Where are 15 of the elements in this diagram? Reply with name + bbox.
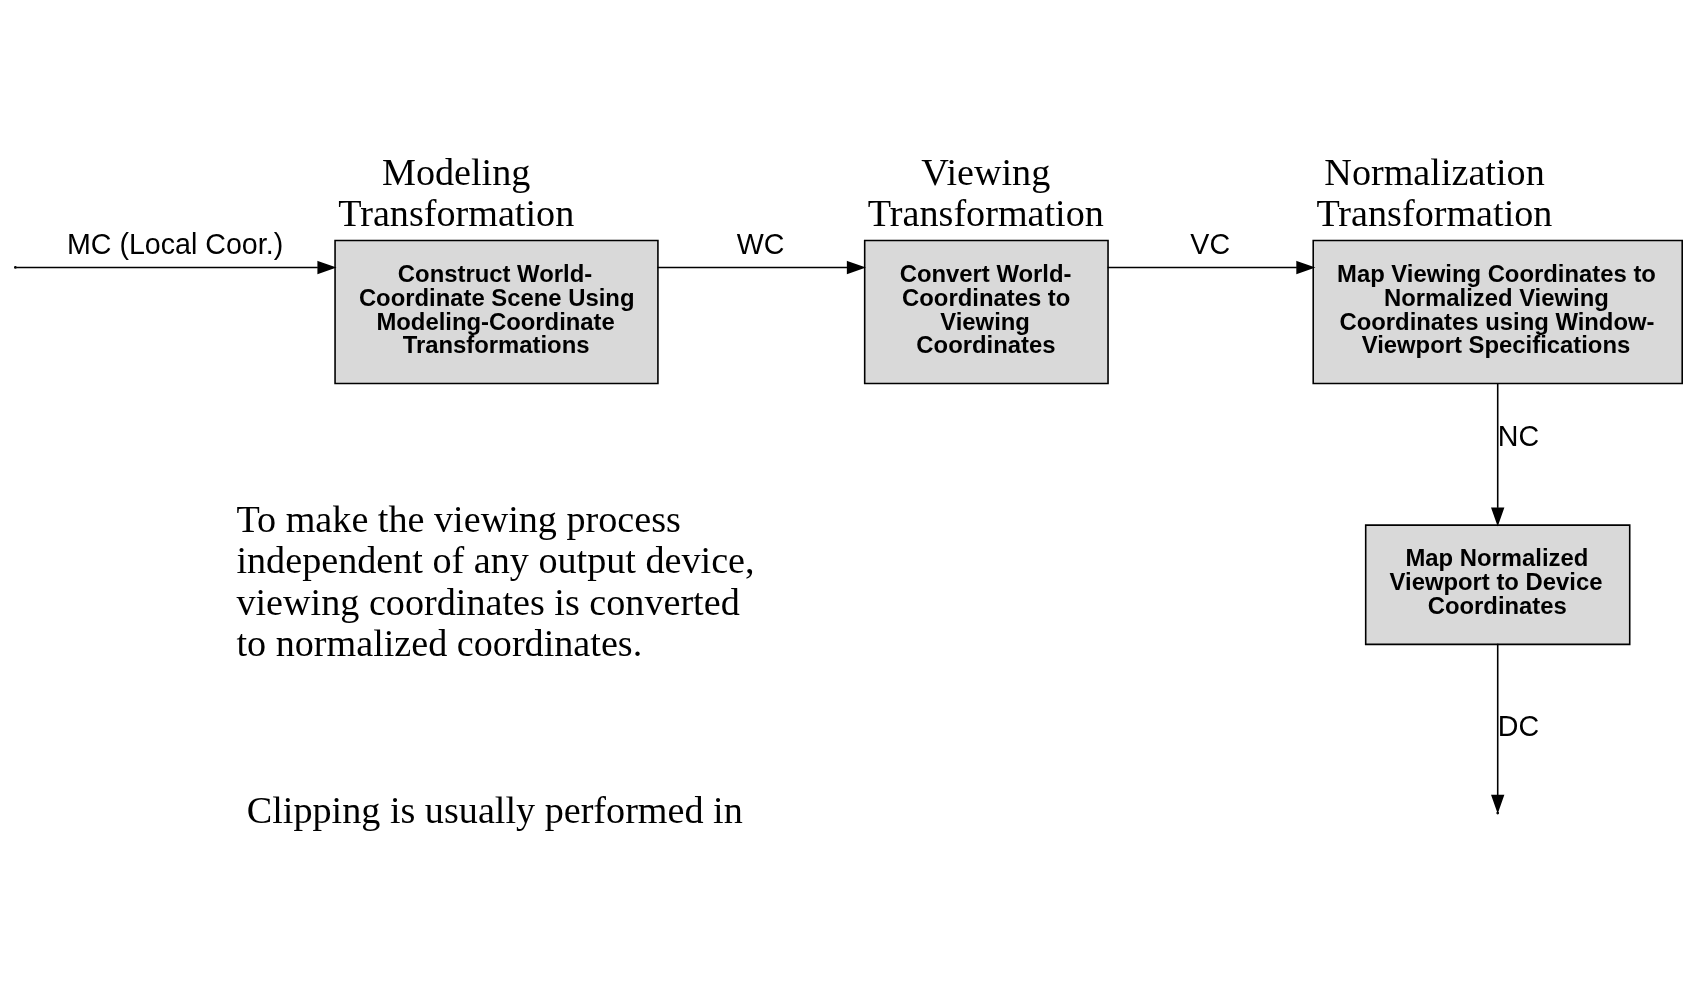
arrow [1491, 383, 1505, 527]
label: To make the viewing process independent of any output device, viewing coordinates is converted to normalized coordinates. [236, 497, 755, 664]
label: Clipping is usually performed in [246, 788, 743, 831]
edge-label: VC [1190, 227, 1231, 260]
edge-label: DC [1497, 709, 1540, 742]
node-label: Viewing Transformation [867, 151, 1104, 235]
arrow [15, 260, 337, 275]
edge-label: WC [736, 227, 785, 260]
arrow [1491, 642, 1505, 814]
edge-label: MC (Local Coor.) [66, 227, 284, 260]
node-label: Modeling Transformation [338, 151, 575, 235]
arrow [656, 260, 866, 275]
node-label: Normalization Transformation [1316, 151, 1553, 235]
edge-label: NC [1497, 420, 1540, 453]
arrow [1106, 260, 1316, 275]
